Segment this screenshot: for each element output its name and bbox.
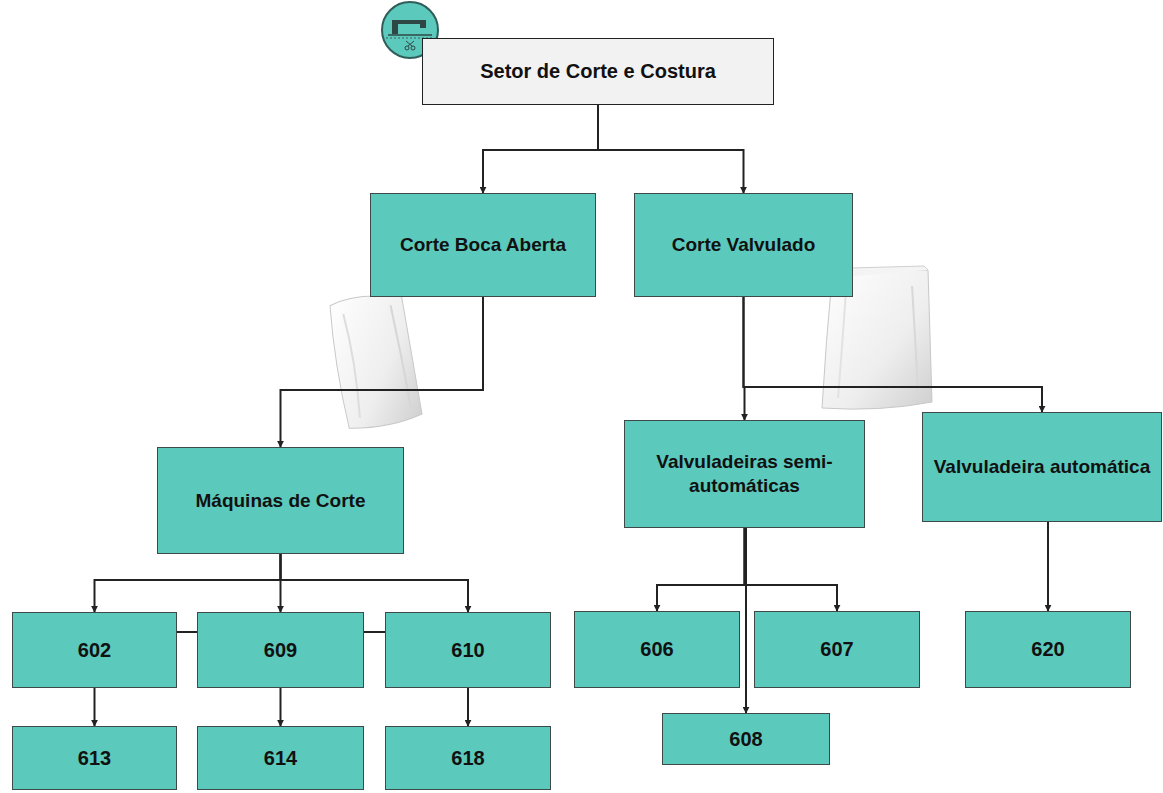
- connector: [364, 631, 385, 633]
- node-label: 602: [78, 638, 111, 663]
- node-label: 618: [451, 746, 484, 771]
- connector: [745, 528, 838, 611]
- machine-box: 607: [754, 611, 920, 688]
- node-label: 613: [78, 746, 111, 771]
- connector: [94, 688, 96, 726]
- connector: [467, 688, 469, 726]
- node-label: Máquinas de Corte: [196, 489, 366, 513]
- connector: [177, 631, 197, 633]
- sack-open: [328, 291, 423, 431]
- connector: [483, 105, 598, 193]
- machine-box: 602: [12, 612, 177, 688]
- node-label: 606: [640, 637, 673, 662]
- connector: [745, 528, 747, 713]
- node-label: 608: [729, 727, 762, 752]
- header-box: Setor de Corte e Costura: [422, 38, 774, 105]
- node-label: 620: [1031, 637, 1064, 662]
- machine-box: 606: [574, 611, 740, 688]
- node-label: 614: [264, 746, 297, 771]
- node-label: Valvuladeiras semi- automáticas: [635, 450, 854, 498]
- machine-box: 618: [385, 726, 551, 790]
- machine-box: 608: [662, 713, 830, 765]
- connector: [281, 554, 469, 612]
- node-label: Valvuladeira automática: [934, 455, 1151, 479]
- node-label: 610: [451, 638, 484, 663]
- connector: [598, 105, 744, 193]
- machine-box: 610: [385, 612, 551, 688]
- node-label: Corte Boca Aberta: [400, 233, 566, 257]
- node-label: Corte Valvulado: [672, 233, 816, 257]
- group-box: Valvuladeiras semi- automáticas: [624, 420, 865, 528]
- connector: [281, 297, 484, 447]
- node-label: Setor de Corte e Costura: [480, 59, 716, 84]
- machine-box: 609: [197, 612, 364, 688]
- node-label: 607: [820, 637, 853, 662]
- connector: [1047, 522, 1049, 611]
- machine-box: 613: [12, 726, 177, 790]
- branch-box: Corte Boca Aberta: [370, 193, 596, 297]
- connector: [95, 554, 281, 612]
- node-label: 609: [264, 638, 297, 663]
- branch-box: Corte Valvulado: [634, 193, 853, 297]
- machine-box: 620: [965, 611, 1131, 688]
- group-box: Máquinas de Corte: [157, 447, 404, 554]
- group-box: Valvuladeira automática: [922, 412, 1162, 522]
- connector: [280, 688, 282, 726]
- connector: [657, 528, 745, 611]
- connector: [744, 297, 1043, 412]
- machine-box: 614: [197, 726, 364, 790]
